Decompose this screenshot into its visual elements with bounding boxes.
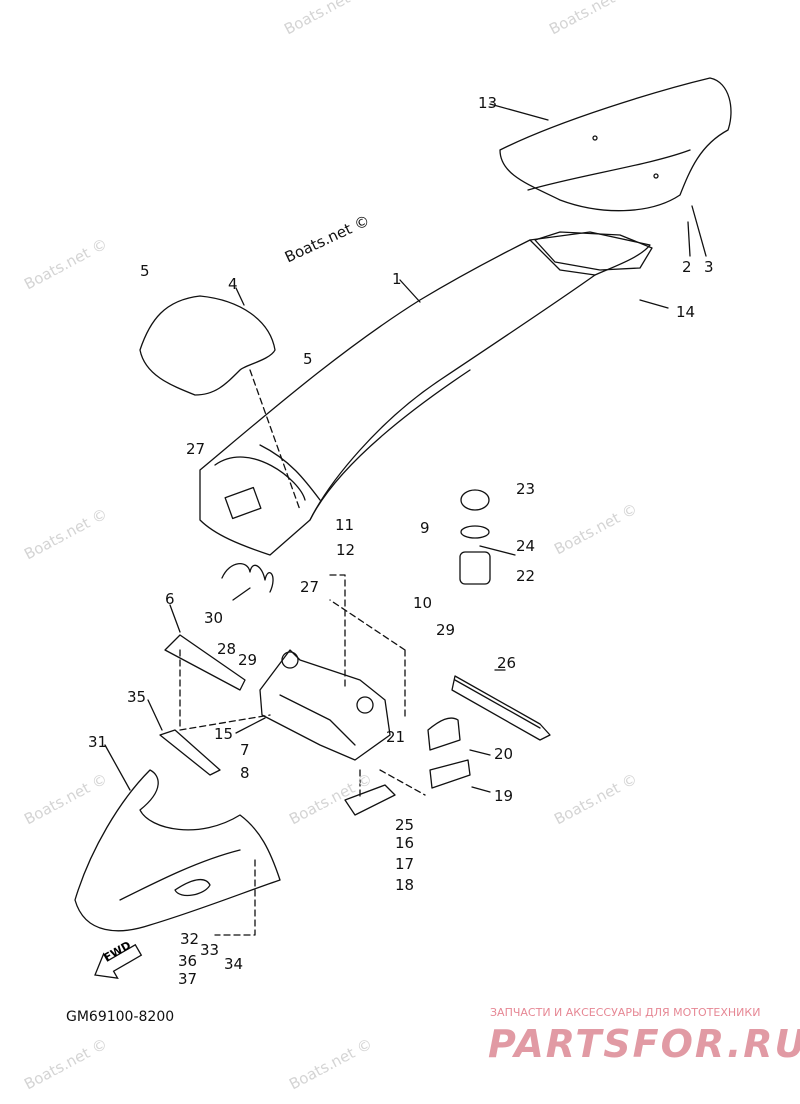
callout-27b: 27 bbox=[300, 578, 320, 596]
callout-35: 35 bbox=[127, 688, 147, 706]
callout-4: 4 bbox=[228, 275, 238, 293]
callout-3: 3 bbox=[704, 258, 714, 276]
part-20-clip bbox=[427, 717, 461, 751]
callout-8: 8 bbox=[240, 764, 250, 782]
callout-6: 6 bbox=[165, 590, 175, 608]
part-15-bracket bbox=[259, 649, 391, 761]
fwd-arrow bbox=[94, 943, 143, 979]
callout-16: 16 bbox=[395, 834, 415, 852]
callout-36: 36 bbox=[178, 952, 198, 970]
callout-5b: 5 bbox=[303, 350, 313, 368]
part-22 bbox=[459, 551, 491, 585]
callout-33: 33 bbox=[200, 941, 220, 959]
diagram-code: GM69100-8200 bbox=[66, 1009, 175, 1025]
brand-tagline: ЗАПЧАСТИ И АКСЕССУАРЫ ДЛЯ МОТОТЕХНИКИ bbox=[490, 1006, 761, 1019]
part-19-clip bbox=[429, 759, 471, 789]
callout-17: 17 bbox=[395, 855, 415, 873]
callout-15: 15 bbox=[214, 725, 234, 743]
part-1-bar bbox=[199, 231, 651, 556]
callout-32: 32 bbox=[180, 930, 200, 948]
callout-18: 18 bbox=[395, 876, 415, 894]
part-13-pad bbox=[499, 77, 732, 212]
callout-24: 24 bbox=[516, 537, 536, 555]
callout-11: 11 bbox=[335, 516, 355, 534]
callout-2: 2 bbox=[682, 258, 692, 276]
callout-25: 25 bbox=[395, 816, 415, 834]
part-30-spring bbox=[221, 563, 274, 593]
callout-21: 21 bbox=[386, 728, 406, 746]
callout-30: 30 bbox=[204, 609, 224, 627]
callout-31: 31 bbox=[88, 733, 108, 751]
part-25-plate bbox=[344, 784, 396, 816]
callout-20: 20 bbox=[494, 745, 514, 763]
part-26-bolt bbox=[454, 679, 541, 729]
callout-5: 5 bbox=[140, 262, 150, 280]
callout-23: 23 bbox=[516, 480, 536, 498]
part-4-cover bbox=[139, 295, 276, 396]
part-31-hood bbox=[74, 769, 281, 932]
callout-13: 13 bbox=[478, 94, 498, 112]
callout-14: 14 bbox=[676, 303, 696, 321]
callout-27: 27 bbox=[186, 440, 206, 458]
brand-logo: PARTSFOR.RU bbox=[488, 1022, 800, 1066]
callout-26: 26 bbox=[497, 654, 517, 672]
callout-9: 9 bbox=[420, 519, 430, 537]
callout-29: 29 bbox=[238, 651, 258, 669]
part-35 bbox=[159, 729, 221, 776]
callout-29b: 29 bbox=[436, 621, 456, 639]
callout-34: 34 bbox=[224, 955, 244, 973]
callout-37: 37 bbox=[178, 970, 198, 988]
callout-19: 19 bbox=[494, 787, 514, 805]
part-6 bbox=[164, 634, 246, 691]
callout-22: 22 bbox=[516, 567, 536, 585]
callout-28: 28 bbox=[217, 640, 237, 658]
callout-10: 10 bbox=[413, 594, 433, 612]
callout-7: 7 bbox=[240, 741, 250, 759]
callout-1: 1 bbox=[392, 270, 402, 288]
callout-12: 12 bbox=[336, 541, 356, 559]
